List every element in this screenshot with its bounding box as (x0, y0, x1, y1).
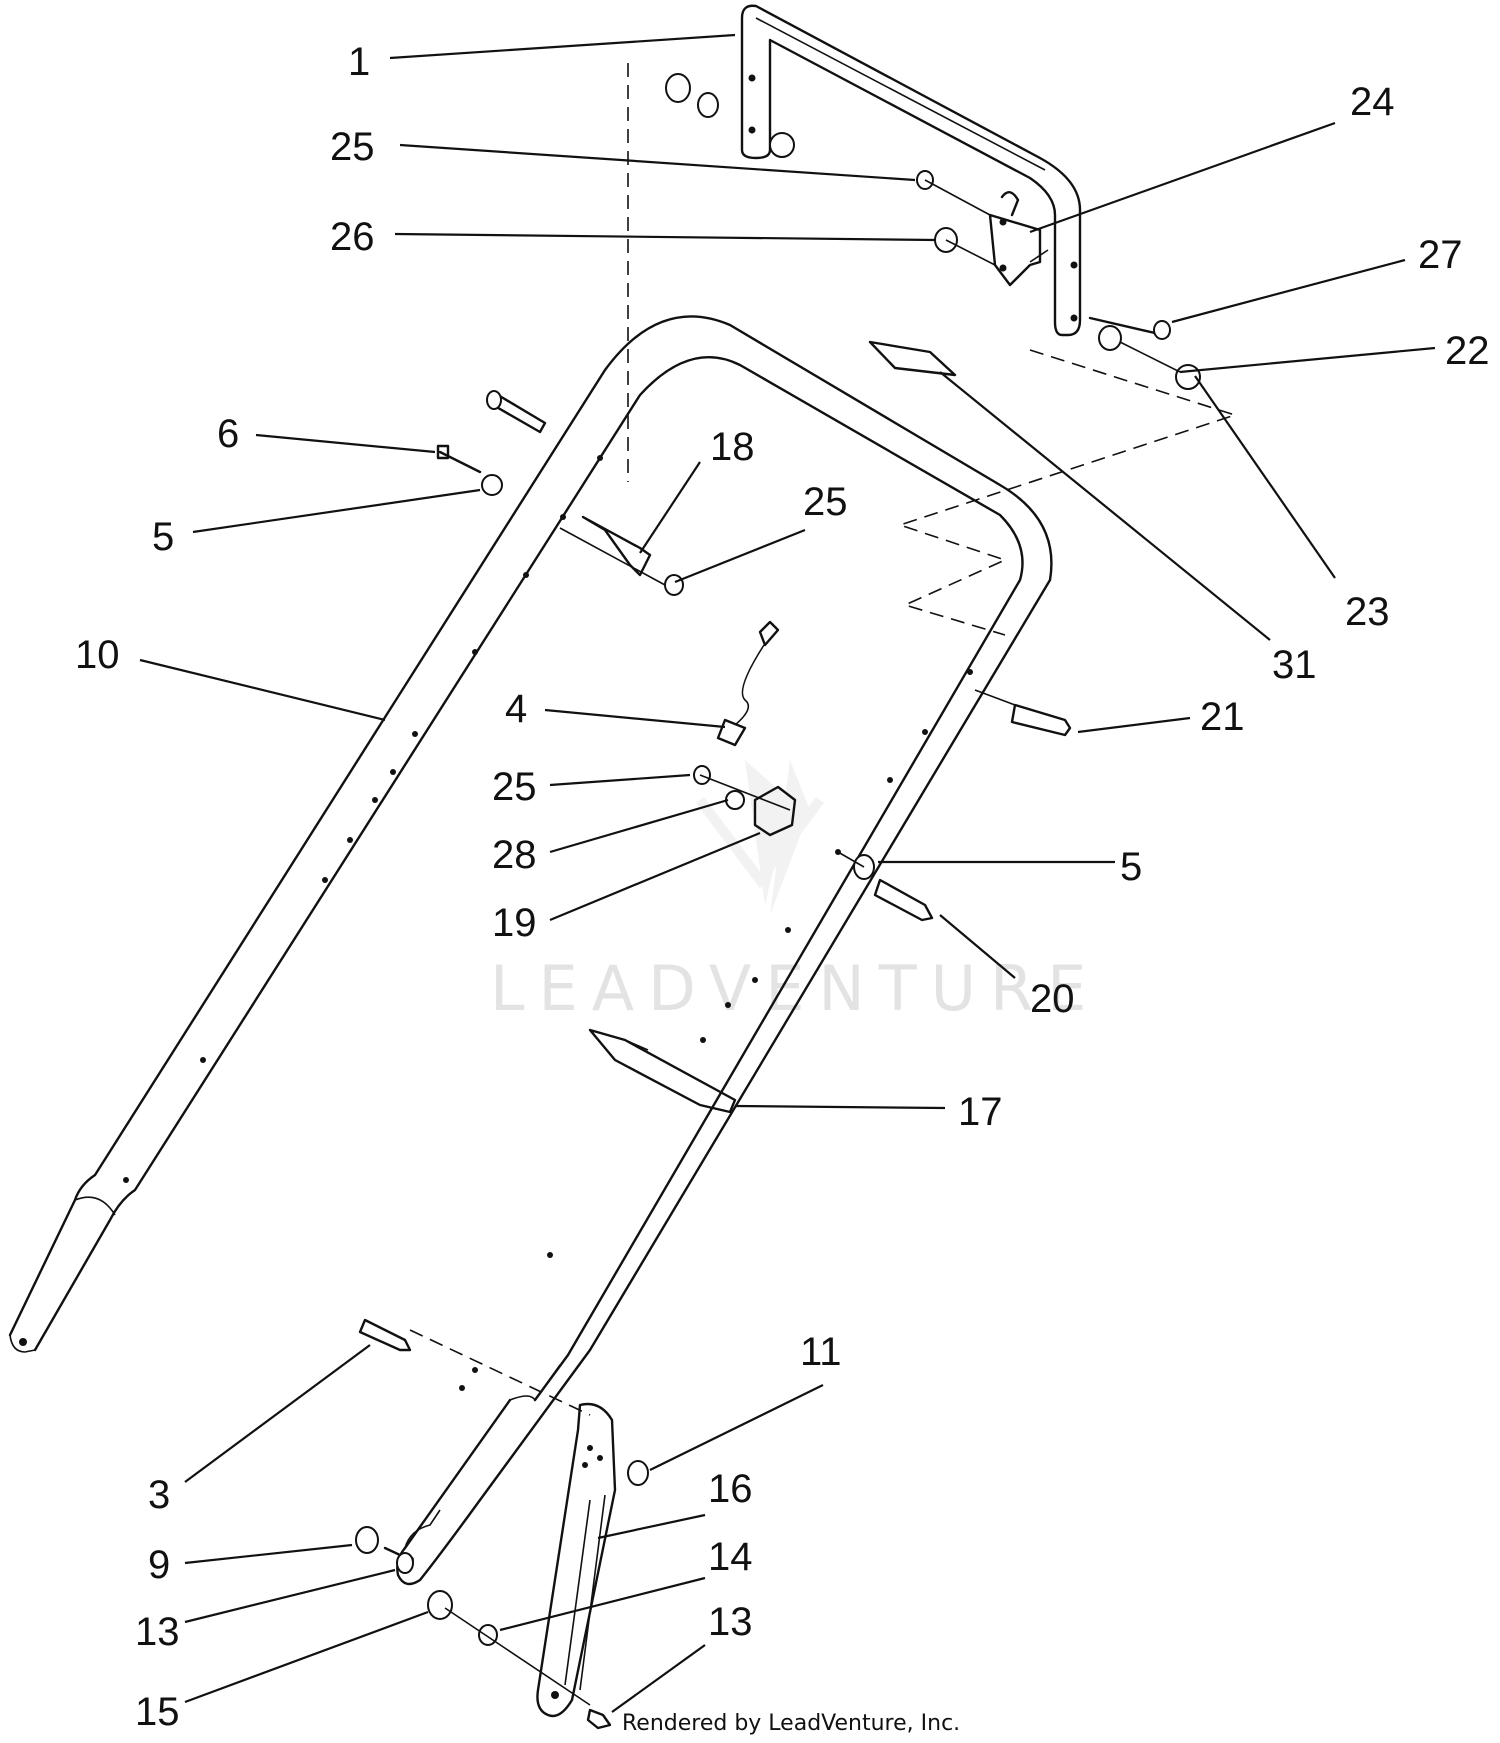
callout-label: 14 (708, 1535, 753, 1579)
callout-label: 10 (75, 633, 120, 677)
callout-label: 24 (1350, 80, 1395, 124)
callout-label: 16 (708, 1467, 753, 1511)
callout-label: 20 (1030, 977, 1075, 1021)
callout-label: 1 (348, 40, 370, 84)
callout-label: 15 (135, 1690, 180, 1734)
lower-handle-part (8, 315, 1053, 1586)
leader-lines (139, 33, 1436, 1713)
bolt-20-part (837, 851, 934, 922)
bracket-part (988, 191, 1049, 287)
mid-hardware (693, 765, 797, 837)
decal-part (868, 340, 957, 377)
callout-label: 3 (148, 1473, 170, 1517)
callout-label: 5 (1120, 845, 1142, 889)
bolt-3-part (358, 1318, 412, 1352)
callout-label: 6 (217, 412, 239, 456)
bolt-21-part (974, 689, 1072, 737)
handle-holes (123, 455, 973, 1391)
callout-label: 18 (710, 425, 755, 469)
callout-label: 5 (152, 515, 174, 559)
callout-label: 26 (330, 215, 375, 259)
callout-label: 23 (1345, 590, 1390, 634)
callout-label: 13 (135, 1610, 180, 1654)
callout-label: 27 (1418, 233, 1463, 277)
nut-11-part (627, 1460, 649, 1486)
callout-label: 17 (958, 1090, 1003, 1134)
bracket-16-part (536, 1402, 617, 1718)
lower-hardware (355, 1526, 612, 1730)
clip-17-part (588, 1028, 737, 1114)
callout-label: 19 (492, 901, 537, 945)
upper-hardware (665, 73, 1201, 390)
callout-label: 28 (492, 833, 537, 877)
watermark-logo-icon (696, 760, 824, 915)
upper-handle-part (740, 4, 1082, 337)
callout-label: 22 (1445, 329, 1490, 373)
credit-text: Rendered by LeadVenture, Inc. (622, 1711, 960, 1736)
callout-label: 25 (330, 125, 375, 169)
callout-label: 25 (492, 765, 537, 809)
cable-part (716, 620, 780, 747)
assembly-dashed-lines (409, 63, 1238, 1416)
callout-label: 11 (800, 1330, 842, 1374)
callout-label: 4 (505, 687, 527, 731)
callout-labels: 1 25 26 24 27 22 6 18 25 5 10 23 31 4 21… (75, 40, 1490, 1734)
cable-guide-part (436, 390, 684, 596)
callout-label: 13 (708, 1600, 753, 1644)
watermark-text: LEADVENTURE (490, 952, 1100, 1025)
callout-label: 25 (803, 480, 848, 524)
callout-label: 21 (1200, 695, 1245, 739)
callout-label: 9 (148, 1543, 170, 1587)
callout-label: 31 (1272, 643, 1317, 687)
